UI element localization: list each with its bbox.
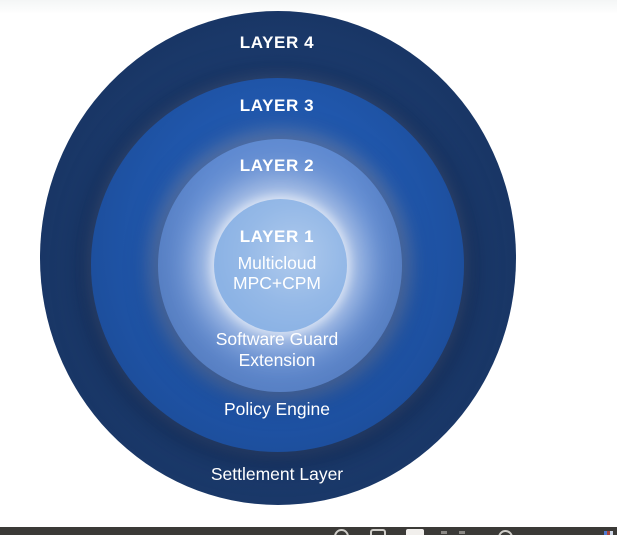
layer-1-name: Multicloud MPC+CPM <box>77 253 477 293</box>
thumbnails-icon[interactable] <box>406 529 424 535</box>
layer-4-name: Settlement Layer <box>210 464 344 484</box>
layer-4-title: LAYER 4 <box>239 33 315 52</box>
page-outline-icon[interactable] <box>370 529 386 535</box>
colored-app-icon[interactable] <box>604 531 614 535</box>
page-count-fragment <box>441 531 447 534</box>
zoom-icon[interactable] <box>498 530 513 535</box>
layer-2-name-line-2: Extension <box>238 350 316 370</box>
layer-1-name-line-2: MPC+CPM <box>233 273 321 293</box>
rotate-icon[interactable] <box>334 529 349 535</box>
layer-2-name-line-1: Software Guard <box>215 329 339 349</box>
layer-2-title: LAYER 2 <box>239 156 315 175</box>
layer-3-title: LAYER 3 <box>239 96 315 115</box>
viewer-toolbar[interactable] <box>0 527 617 535</box>
page-top-band <box>0 0 617 14</box>
layer-2-name: Software Guard Extension <box>77 329 477 371</box>
layer-3-name: Policy Engine <box>223 399 331 419</box>
page-count-fragment <box>459 531 465 534</box>
layer-1-ring <box>214 199 347 332</box>
layer-1-title: LAYER 1 <box>239 227 315 246</box>
layer-1-name-line-1: Multicloud <box>237 253 317 273</box>
